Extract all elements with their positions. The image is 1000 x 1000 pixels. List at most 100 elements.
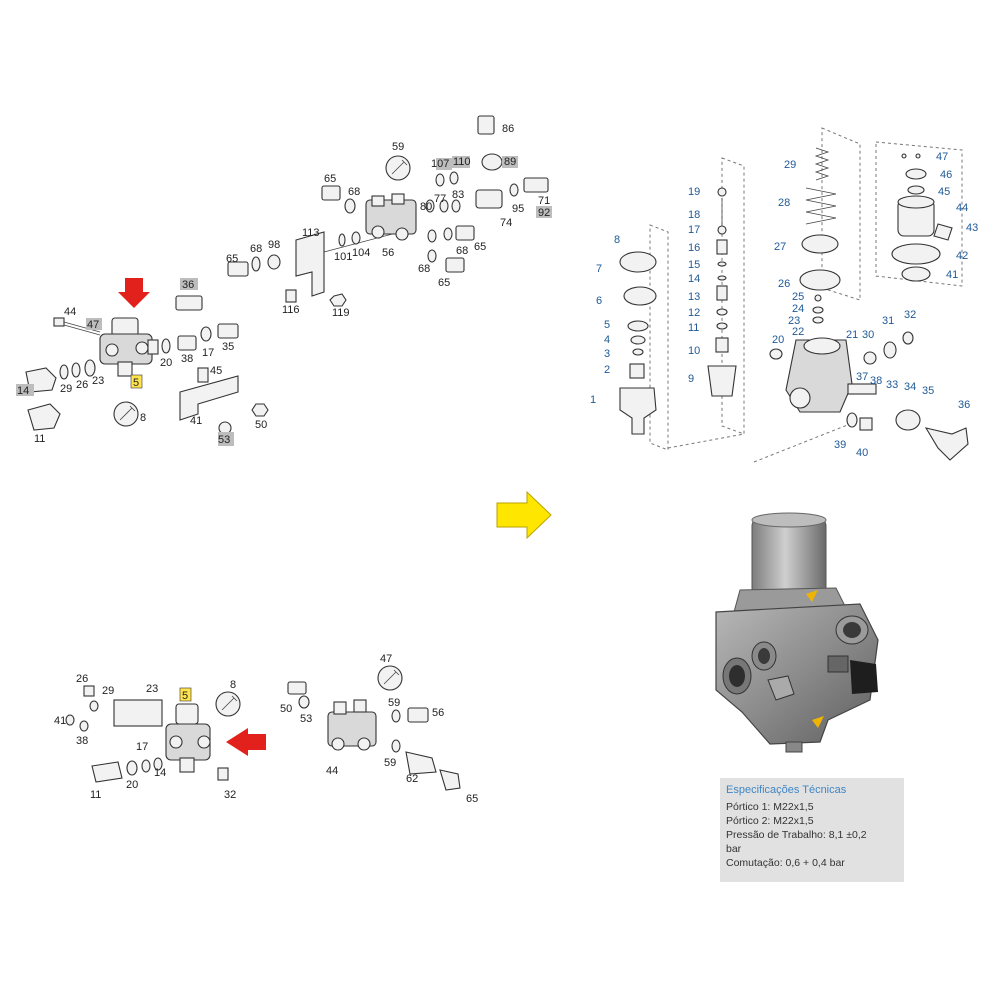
label-47: 47 <box>936 151 948 163</box>
label-12: 12 <box>688 307 700 319</box>
label-110: 110 <box>453 156 471 168</box>
label-77: 77 <box>434 193 446 205</box>
label-38: 38 <box>76 735 88 747</box>
elbow-fitting-11 <box>27 403 61 431</box>
piston-1 <box>619 387 657 435</box>
bottom-left-assembly: 26 29 23 5 8 41 38 17 11 20 14 32 <box>54 673 266 801</box>
spec-line-port-2: Pórtico 2: M22x1,5 <box>726 815 814 827</box>
label-33: 33 <box>886 379 898 391</box>
label-32: 32 <box>224 789 236 801</box>
label-41: 41 <box>54 715 66 727</box>
label-38: 38 <box>870 375 882 387</box>
label-74: 74 <box>500 217 512 229</box>
label-47: 47 <box>380 653 392 665</box>
bolt-head <box>53 317 65 327</box>
label-113: 113 <box>302 227 320 239</box>
label-41: 41 <box>190 415 202 427</box>
label-116: 116 <box>282 304 300 316</box>
label-26: 26 <box>778 278 790 290</box>
label-56: 56 <box>382 247 394 259</box>
label-65-lower: 65 <box>438 277 450 289</box>
label-6: 6 <box>596 295 602 307</box>
label-53: 53 <box>300 713 312 725</box>
label-107: 107 <box>431 158 449 170</box>
label-2: 2 <box>604 364 610 376</box>
label-59: 59 <box>388 697 400 709</box>
label-59-lower: 59 <box>384 757 396 769</box>
label-44: 44 <box>956 202 968 214</box>
label-4: 4 <box>604 334 610 346</box>
label-14: 14 <box>154 767 166 779</box>
label-26: 26 <box>76 673 88 685</box>
label-95: 95 <box>512 203 524 215</box>
label-42: 42 <box>956 250 968 262</box>
label-38: 38 <box>181 353 193 365</box>
label-1: 1 <box>590 394 596 406</box>
label-17: 17 <box>202 347 214 359</box>
label-62: 62 <box>406 773 418 785</box>
label-20: 20 <box>772 334 784 346</box>
label-45: 45 <box>210 365 222 377</box>
label-43: 43 <box>966 222 978 234</box>
label-104: 104 <box>352 247 370 259</box>
bracket-41 <box>179 375 239 421</box>
label-21: 21 <box>846 329 858 341</box>
label-13: 13 <box>688 291 700 303</box>
top-left-assembly: 44 47 14 29 26 23 11 5 8 36 20 38 17 35 … <box>16 278 269 446</box>
label-5: 5 <box>604 319 610 331</box>
spec-line-switching: Comutação: 0,6 + 0,4 bar <box>726 857 845 869</box>
label-86: 86 <box>502 123 514 135</box>
label-92: 92 <box>538 207 550 219</box>
label-47: 47 <box>87 319 99 331</box>
label-29: 29 <box>784 159 796 171</box>
label-30: 30 <box>862 329 874 341</box>
label-44: 44 <box>64 306 76 318</box>
label-24: 24 <box>792 303 804 315</box>
label-35: 35 <box>222 341 234 353</box>
label-68-upper: 68 <box>348 186 360 198</box>
label-5: 5 <box>133 377 139 389</box>
label-65: 65 <box>466 793 478 805</box>
label-25: 25 <box>792 291 804 303</box>
red-arrow-down-icon <box>118 278 150 308</box>
spec-line-port-1: Pórtico 1: M22x1,5 <box>726 801 814 813</box>
label-5: 5 <box>182 690 188 702</box>
label-8: 8 <box>140 412 146 424</box>
label-17: 17 <box>688 224 700 236</box>
yellow-arrow-right-icon <box>496 490 552 540</box>
label-10: 10 <box>688 345 700 357</box>
valve-product-photo <box>715 512 879 753</box>
label-27: 27 <box>774 241 786 253</box>
exploded-view: 8 7 6 5 4 3 2 1 19 18 17 16 15 14 13 12 … <box>590 127 978 463</box>
fitting-36 <box>175 295 203 311</box>
label-16: 16 <box>688 242 700 254</box>
label-50: 50 <box>280 703 292 715</box>
label-41: 41 <box>946 269 958 281</box>
label-18: 18 <box>688 209 700 221</box>
label-46: 46 <box>940 169 952 181</box>
bottom-middle-assembly: 47 50 53 59 56 44 59 62 65 <box>280 653 478 805</box>
label-45: 45 <box>938 186 950 198</box>
label-53: 53 <box>218 434 230 446</box>
spec-line-pressure: Pressão de Trabalho: 8,1 ±0,2 <box>726 829 867 841</box>
filter-9 <box>707 365 737 397</box>
label-11: 11 <box>34 433 45 445</box>
label-28: 28 <box>778 197 790 209</box>
label-65: 65 <box>226 253 238 265</box>
label-23: 23 <box>92 375 104 387</box>
label-34: 34 <box>904 381 916 393</box>
label-40: 40 <box>856 447 868 459</box>
label-11: 11 <box>688 322 699 334</box>
label-26: 26 <box>76 379 88 391</box>
technical-specs-panel: Especificações Técnicas Pórtico 1: M22x1… <box>720 778 904 882</box>
specs-title: Especificações Técnicas <box>726 784 847 796</box>
label-22: 22 <box>792 326 804 338</box>
label-31: 31 <box>882 315 894 327</box>
label-71: 71 <box>538 195 550 207</box>
label-7: 7 <box>596 263 602 275</box>
red-arrow-left-icon <box>226 728 266 756</box>
label-8: 8 <box>614 234 620 246</box>
label-14: 14 <box>688 273 700 285</box>
label-68-right: 68 <box>456 245 468 257</box>
label-101: 101 <box>334 251 352 263</box>
